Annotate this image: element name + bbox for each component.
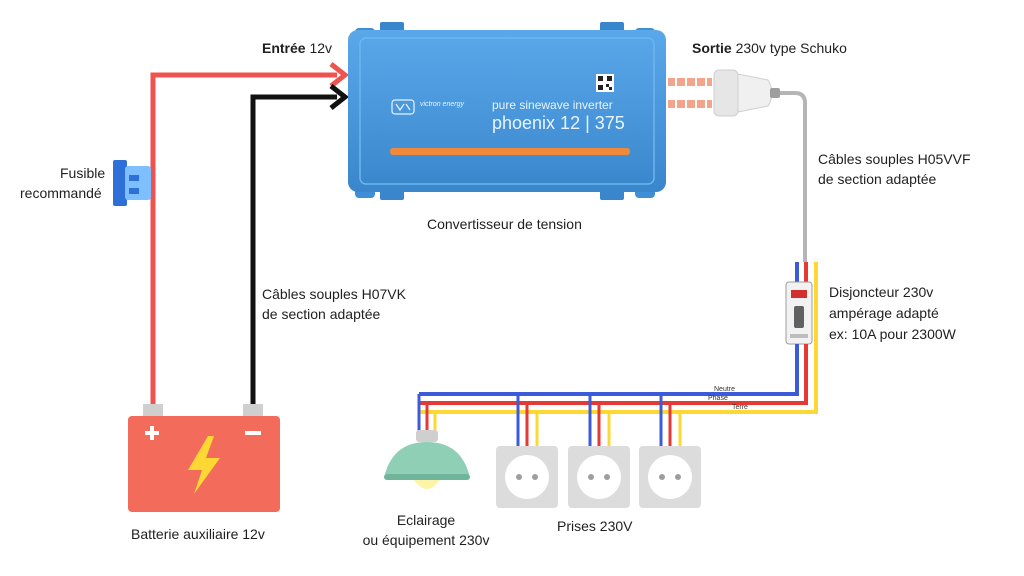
circuit-breaker-icon	[785, 281, 813, 345]
negative-wire-arrowhead	[329, 84, 350, 110]
breaker-label-line3: ex: 10A pour 2300W	[829, 326, 956, 342]
lightning-bolt-icon	[188, 436, 220, 494]
inverter-device	[348, 22, 666, 200]
lighting-label-line1: Eclairage	[396, 512, 456, 528]
minus-icon	[245, 431, 261, 435]
fuse-label-line2: recommandé	[20, 185, 102, 201]
output-cable	[780, 91, 807, 262]
fuse-icon	[113, 160, 151, 206]
output-cable-label-line2: de section adaptée	[818, 171, 937, 187]
outlets-label: Prises 230V	[557, 518, 633, 534]
negative-wire	[250, 94, 337, 410]
schuko-socket-icon	[496, 446, 558, 508]
converter-label: Convertisseur de tension	[427, 216, 582, 232]
pendant-lamp-icon	[384, 430, 470, 489]
earth-wire-label: Terre	[732, 404, 748, 411]
inverter-model-line2: phoenix 12 | 375	[492, 113, 625, 133]
schuko-socket-icon	[568, 446, 630, 508]
breaker-label-line1: Disjoncteur 230v	[829, 284, 934, 300]
outlet-drops	[516, 394, 682, 446]
inverter-model-line1: pure sinewave inverter	[492, 98, 613, 112]
battery-label: Batterie auxiliaire 12v	[131, 526, 265, 542]
positive-wire-arrowhead	[329, 62, 350, 88]
schuko-socket-icon	[639, 446, 701, 508]
positive-wire	[150, 72, 337, 410]
output-label: Sortie 230v type Schuko	[692, 40, 847, 56]
output-cable-label-line1: Câbles souples H05VVF	[818, 151, 971, 167]
input-label: Entrée 12v	[262, 40, 333, 56]
qr-code-icon	[596, 74, 614, 92]
plus-icon	[145, 426, 159, 440]
lighting-label-line2: ou équipement 230v	[362, 532, 490, 548]
battery-icon	[128, 404, 280, 512]
phase-wire-label: Phase	[708, 395, 728, 402]
fuse-label-line1: Fusible	[60, 165, 106, 181]
schuko-plug-icon	[713, 69, 780, 117]
output-pins	[668, 78, 712, 108]
breaker-label-line2: ampérage adapté	[829, 305, 939, 321]
fuse-label: Fusible	[60, 164, 105, 183]
input-cable-label-line1: Câbles souples H07VK	[262, 286, 406, 302]
neutral-wire-label: Neutre	[714, 386, 736, 393]
victron-logo-icon	[391, 99, 415, 115]
inverter-brand: victron energy	[420, 101, 464, 108]
input-cable-label-line2: de section adaptée	[262, 306, 381, 322]
